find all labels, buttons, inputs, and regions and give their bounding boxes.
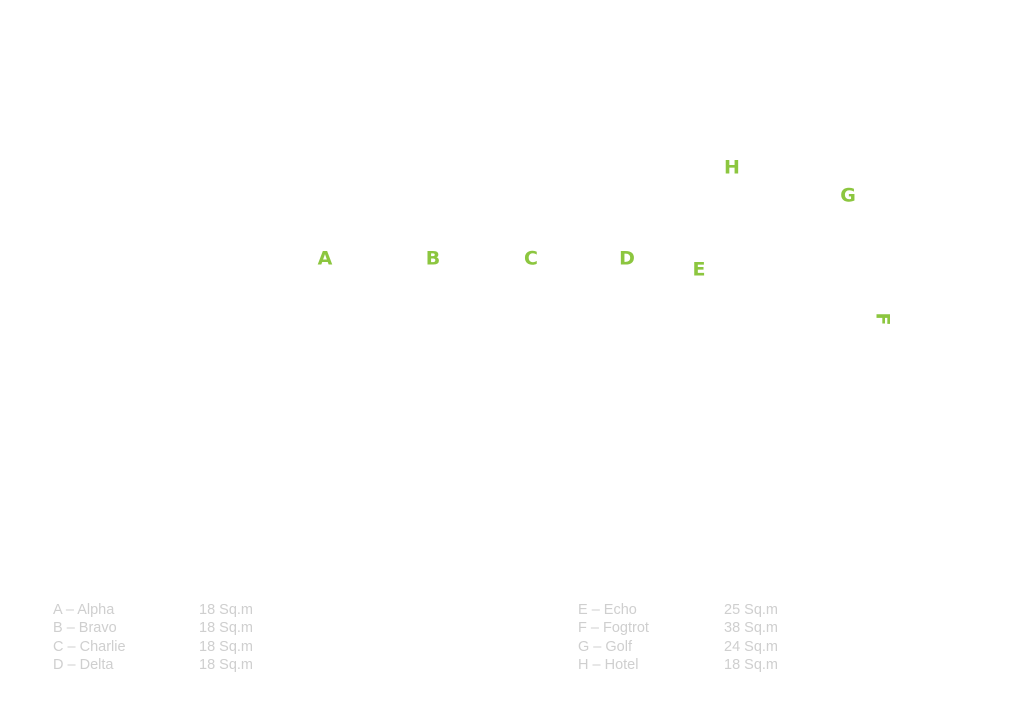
legend-room-name: C – Charlie xyxy=(53,638,126,655)
legend-room-name: A – Alpha xyxy=(53,602,115,618)
legend-row: B – Bravo 18 Sq.m xyxy=(53,619,253,637)
plan-label-b: B xyxy=(425,247,441,270)
legend-room-area: 24 Sq.m xyxy=(724,638,778,655)
legend-row: F – Fogtrot 38 Sq.m xyxy=(578,619,778,637)
legend-row: C – Charlie 18 Sq.m xyxy=(53,638,253,656)
plan-label-e: E xyxy=(692,258,706,281)
legend-room-name: E – Echo xyxy=(578,602,637,618)
legend-room-area: 18 Sq.m xyxy=(199,620,253,637)
legend-row: A – Alpha 18 Sq.m xyxy=(53,601,253,619)
legend-room-name: B – Bravo xyxy=(53,620,117,637)
legend-room-area: 18 Sq.m xyxy=(199,602,253,618)
legend-room-area: 38 Sq.m xyxy=(724,620,778,637)
legend-row: D – Delta 18 Sq.m xyxy=(53,656,253,674)
plan-label-f: F xyxy=(871,312,894,326)
legend-room-area: 25 Sq.m xyxy=(724,602,778,618)
plan-label-c: C xyxy=(524,247,538,270)
legend-room-name: F – Fogtrot xyxy=(578,620,649,637)
legend-room-name: H – Hotel xyxy=(578,657,639,674)
legend-row: G – Golf 24 Sq.m xyxy=(578,638,778,656)
legend-room-area: 18 Sq.m xyxy=(199,638,253,655)
legend-row: H – Hotel 18 Sq.m xyxy=(578,656,778,674)
legend-left: A – Alpha 18 Sq.m B – Bravo 18 Sq.m C – … xyxy=(53,601,253,675)
legend-room-name: D – Delta xyxy=(53,657,114,674)
plan-label-a: A xyxy=(317,247,333,270)
legend-right: E – Echo 25 Sq.m F – Fogtrot 38 Sq.m G –… xyxy=(578,601,778,675)
plan-label-h: H xyxy=(724,156,740,179)
legend-room-area: 18 Sq.m xyxy=(199,657,253,674)
legend-room-area: 18 Sq.m xyxy=(724,657,778,674)
legend-row: E – Echo 25 Sq.m xyxy=(578,601,778,619)
legend-room-name: G – Golf xyxy=(578,638,632,655)
plan-label-d: D xyxy=(619,247,635,270)
plan-label-g: G xyxy=(840,184,856,207)
